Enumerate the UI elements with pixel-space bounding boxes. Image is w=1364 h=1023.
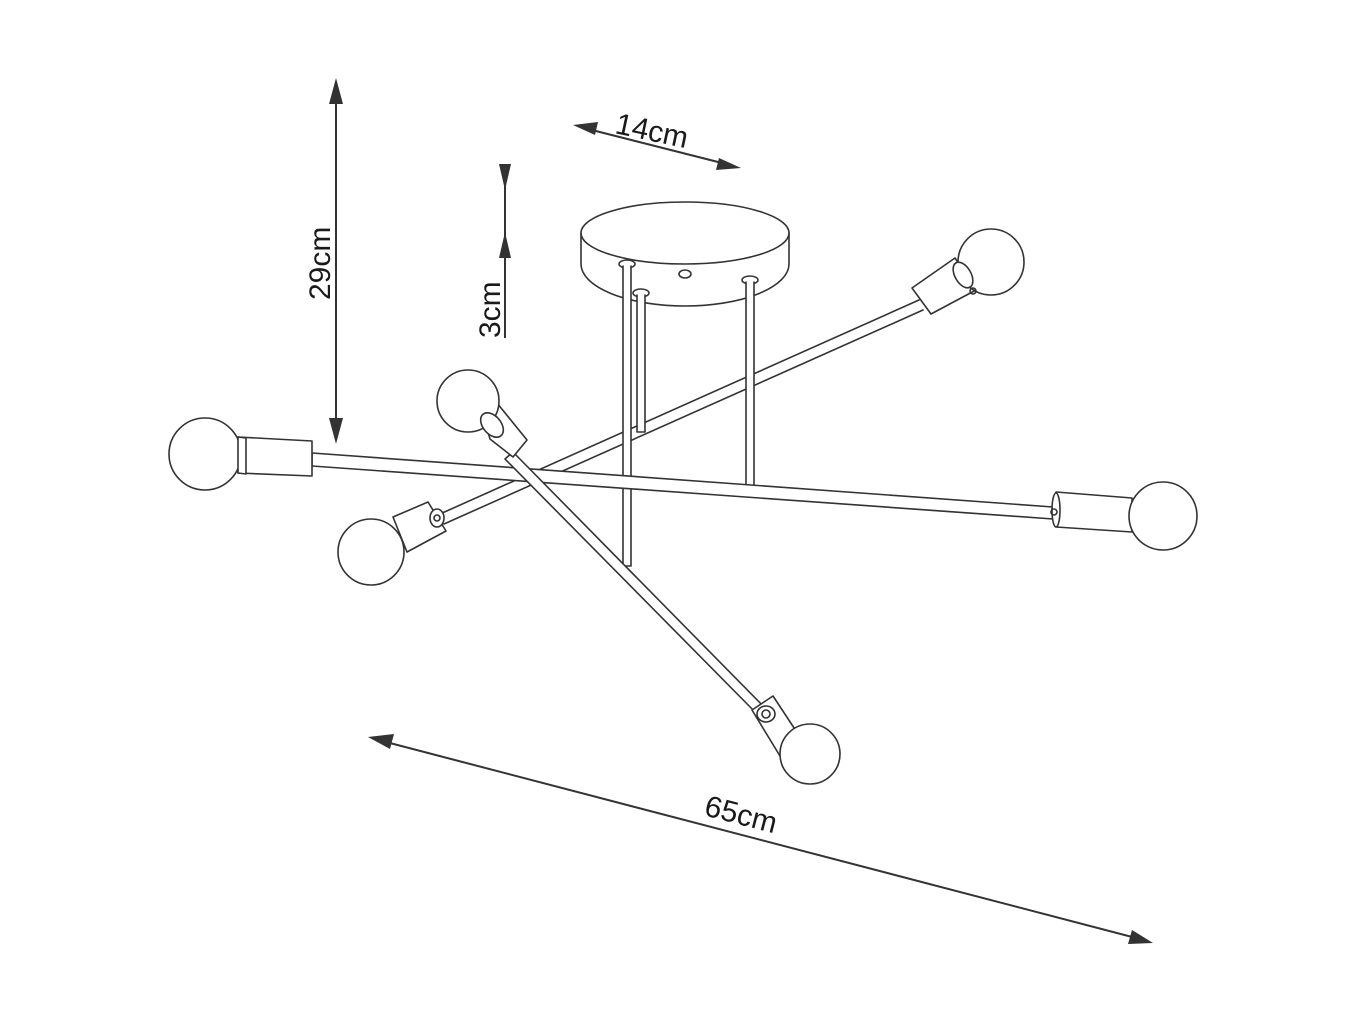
bulb-upper-right [911, 228, 1025, 315]
canopy-depth-label: 3cm [474, 281, 507, 338]
arrow-down-icon [329, 418, 343, 444]
ceiling-lamp [168, 201, 1198, 785]
bulb-lower-left [337, 501, 447, 586]
canopy-diameter-label: 14cm [613, 108, 692, 156]
canopy-depth-dimension: 3cm [474, 164, 511, 338]
arrow-right-icon [716, 158, 741, 170]
ceiling-canopy [580, 201, 790, 307]
bulb-bottom [751, 695, 841, 785]
width-label: 65cm [701, 790, 780, 840]
suspension-rods [622, 265, 755, 567]
height-label: 29cm [304, 227, 337, 300]
arrow-down-icon [499, 164, 511, 190]
width-dimension: 65cm [368, 734, 1153, 944]
height-dimension: 29cm [304, 78, 343, 444]
arrow-up-icon [499, 232, 511, 258]
bulb-right [1050, 481, 1198, 551]
arrow-left-icon [368, 734, 394, 749]
arrow-right-icon [1128, 930, 1153, 944]
arrow-left-icon [573, 122, 598, 135]
bulb-left [168, 417, 313, 491]
arrow-up-icon [329, 78, 343, 104]
bulb-upper-left [436, 369, 528, 458]
canopy-diameter-dimension: 14cm [573, 108, 741, 170]
